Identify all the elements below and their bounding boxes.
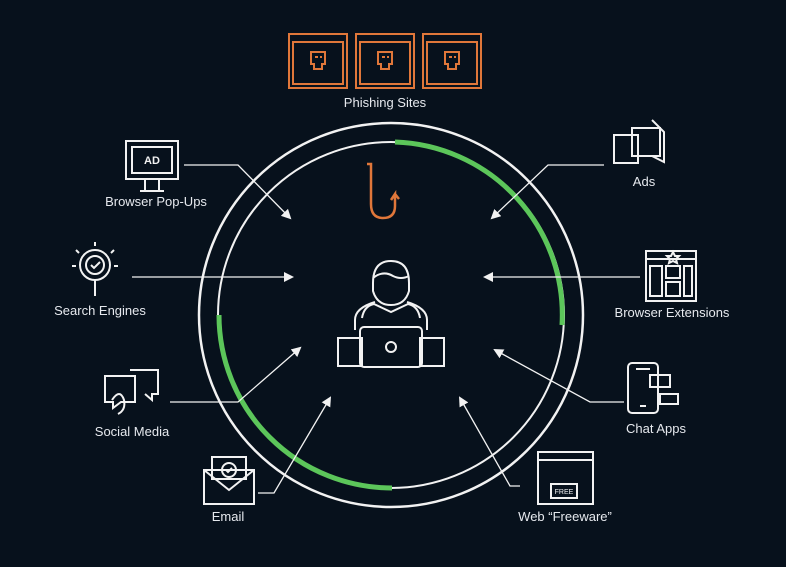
label-chat-apps: Chat Apps (626, 421, 686, 436)
label-browser-extensions: Browser Extensions (614, 305, 730, 320)
label-browser-popups: Browser Pop-Ups (105, 194, 207, 209)
arrow-browser-popups (184, 164, 292, 220)
outer-ring (197, 121, 585, 509)
billboard-ad-icon (125, 140, 179, 192)
browser-free-icon (537, 451, 594, 505)
green-arc-left (216, 314, 393, 491)
free-badge-text: FREE (555, 489, 574, 496)
phishing-sites-icons (288, 33, 482, 89)
arrow-chat-apps (493, 349, 624, 403)
arrow-email (258, 396, 332, 494)
label-social-media: Social Media (94, 424, 170, 439)
arrow-social-media (170, 346, 302, 403)
phishing-sites-label: Phishing Sites (343, 95, 427, 110)
label-search-engines: Search Engines (54, 303, 146, 318)
arrows (132, 164, 640, 494)
fishing-hook-icon (367, 162, 400, 220)
envelope-check-icon (203, 456, 255, 505)
green-arc-right (394, 139, 565, 326)
ad-windows-icon (613, 119, 665, 164)
arrow-ads (490, 164, 604, 220)
arrow-web-freeware (459, 396, 520, 487)
label-ads: Ads (632, 174, 656, 189)
ad-text: AD (144, 155, 160, 167)
label-web-freeware: Web “Freeware” (518, 509, 612, 524)
browser-extensions-icon (645, 249, 697, 302)
magnifier-check-icon (72, 242, 118, 296)
user-at-laptop-icon (337, 259, 445, 368)
phone-chat-icon (627, 362, 679, 414)
chat-bubbles-faces-icon (104, 369, 159, 415)
label-email: Email (211, 509, 245, 524)
